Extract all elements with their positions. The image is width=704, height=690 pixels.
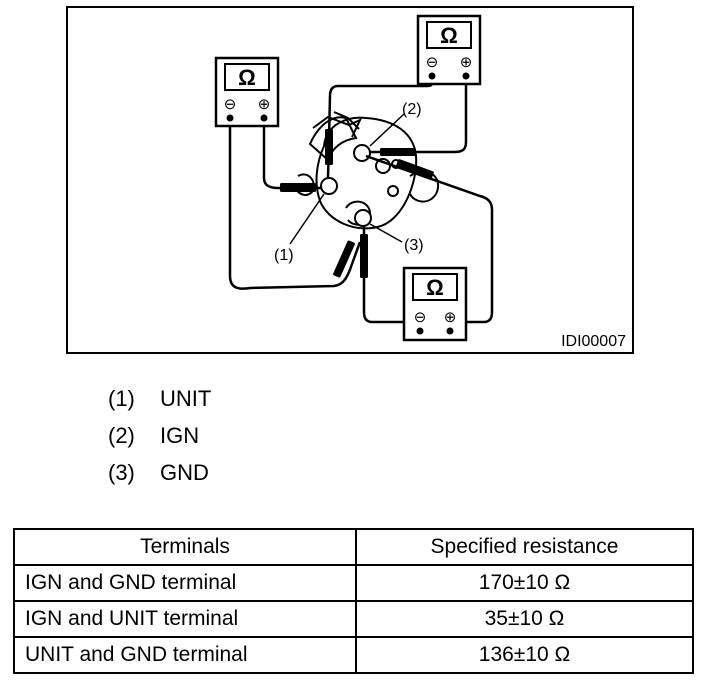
probe-6 (333, 240, 355, 278)
probe-3 (380, 148, 416, 156)
legend-label: GND (160, 460, 209, 485)
legend-item: (1) UNIT (108, 380, 211, 417)
probe-2 (325, 129, 333, 165)
ohmmeter-1: Ω ⊖ ⊕ (214, 56, 280, 128)
ohm-icon: Ω (440, 23, 458, 48)
terminals-cell: IGN and GND terminal (13, 564, 357, 602)
legend-label: IGN (160, 423, 200, 448)
wire-meter3-minus (362, 226, 420, 324)
terminal-legend: (1) UNIT (2) IGN (3) GND (108, 380, 211, 491)
wire-meter3-plus (365, 154, 494, 324)
resistance-spec-table: Terminals Specified resistance IGN and G… (13, 528, 694, 674)
wire-meter1-minus (228, 118, 362, 290)
terminals-cell: IGN and UNIT terminal (13, 600, 357, 638)
ohmmeter-3: Ω ⊖ ⊕ (402, 266, 468, 342)
plus-terminal-icon: ⊕ (258, 96, 271, 113)
ohmmeter-2: Ω ⊖ ⊕ (416, 14, 482, 86)
ohm-icon: Ω (238, 65, 256, 90)
table-row: IGN and UNIT terminal 35±10 Ω (13, 600, 694, 638)
minus-terminal-icon: ⊖ (414, 309, 427, 326)
table-row: UNIT and GND terminal 136±10 Ω (13, 636, 694, 674)
wiring-figure: (2) (1) (3) Ω ⊖ ⊕ (66, 6, 634, 354)
probe-5 (396, 159, 434, 179)
terminal-unit (320, 177, 338, 195)
legend-label: UNIT (160, 386, 212, 411)
callout-1: (1) (274, 247, 294, 264)
callout-2: (2) (402, 101, 422, 118)
column-header-resistance: Specified resistance (355, 528, 694, 566)
resistance-cell: 35±10 Ω (355, 600, 694, 638)
wire-meter2-plus (370, 74, 468, 154)
terminals-cell: UNIT and GND terminal (13, 636, 357, 674)
plus-terminal-icon: ⊕ (460, 54, 473, 71)
probe-1 (280, 183, 316, 192)
plus-terminal-icon: ⊕ (444, 309, 457, 326)
legend-number: (1) (108, 386, 135, 411)
resistance-cell: 170±10 Ω (355, 564, 694, 602)
figure-code: IDI00007 (561, 333, 626, 350)
figure-frame (66, 6, 634, 354)
legend-item: (2) IGN (108, 417, 211, 454)
minus-terminal-icon: ⊖ (224, 96, 237, 113)
legend-item: (3) GND (108, 454, 211, 491)
legend-number: (3) (108, 460, 135, 485)
legend-number: (2) (108, 423, 135, 448)
terminal-gnd (354, 209, 372, 227)
wire-meter1-plus (262, 118, 321, 190)
resistance-cell: 136±10 Ω (355, 636, 694, 674)
callout-3: (3) (404, 237, 424, 254)
table-row: IGN and GND terminal 170±10 Ω (13, 564, 694, 602)
terminal-ign (353, 144, 371, 162)
minus-terminal-icon: ⊖ (426, 54, 439, 71)
column-header-terminals: Terminals (13, 528, 357, 566)
table-header-row: Terminals Specified resistance (13, 528, 694, 566)
ohm-icon: Ω (426, 275, 444, 300)
probe-4 (360, 234, 368, 278)
